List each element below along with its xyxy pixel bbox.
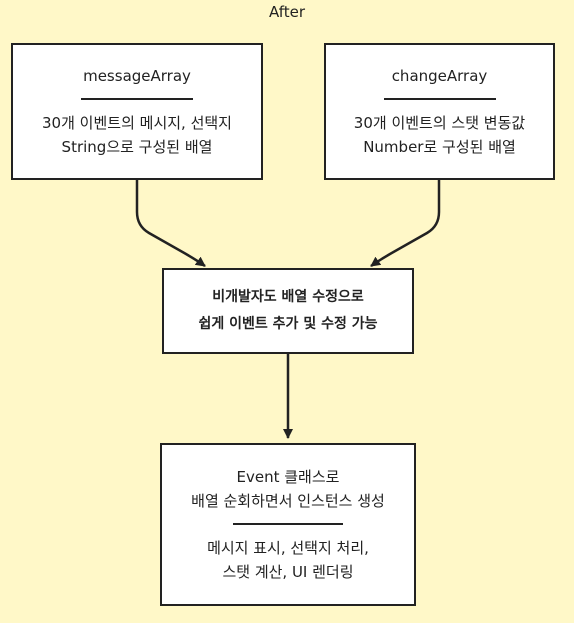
node-change-array-line-1: 30개 이벤트의 스탯 변동값 [353,114,526,132]
node-message-array-line-1: 30개 이벤트의 메시지, 선택지 [42,114,232,132]
node-event-class-divider [233,523,343,525]
node-change-array-heading: changeArray [391,67,488,85]
node-event-class-line-2: 배열 순회하면서 인스턴스 생성 [191,492,385,510]
node-message-array: messageArray 30개 이벤트의 메시지, 선택지 String으로 … [11,43,263,180]
diagram-title: After [268,3,306,21]
node-change-array-line-2: Number로 구성된 배열 [363,138,516,156]
node-change-array: changeArray 30개 이벤트의 스탯 변동값 Number로 구성된 … [324,43,555,180]
node-message-array-divider [81,98,193,100]
edge-change-array-to-middle [370,180,441,268]
node-change-array-divider [383,98,496,100]
node-middle: 비개발자도 배열 수정으로 쉽게 이벤트 추가 및 수정 가능 [162,268,414,354]
node-message-array-heading: messageArray [83,67,191,85]
node-event-class-line-4: 스탯 계산, UI 렌더링 [222,563,354,581]
node-event-class-line-3: 메시지 표시, 선택지 처리, [207,539,369,557]
node-message-array-line-2: String으로 구성된 배열 [61,138,213,156]
node-middle-line-2: 쉽게 이벤트 추가 및 수정 가능 [198,316,378,332]
node-event-class-line-1: Event 클래스로 [236,468,340,486]
node-event-class: Event 클래스로 배열 순회하면서 인스턴스 생성 메시지 표시, 선택지 … [160,443,416,606]
node-middle-line-1: 비개발자도 배열 수정으로 [212,289,364,305]
edge-message-array-to-middle [135,180,206,268]
